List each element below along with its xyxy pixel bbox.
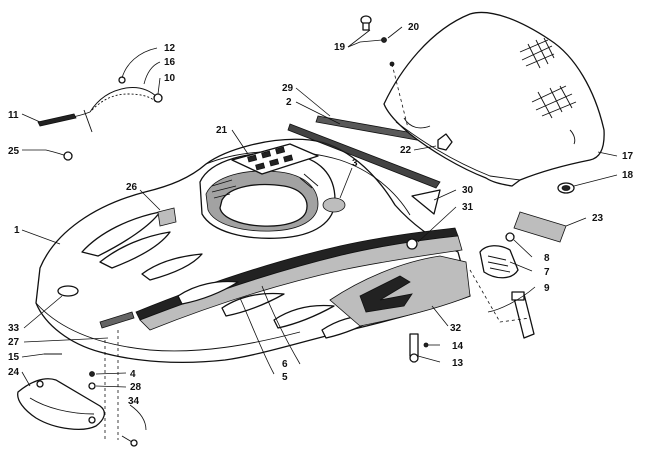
leader-lines [21, 26, 618, 440]
hood-intake-opening [219, 183, 308, 227]
windshield-screw-assembly [360, 15, 395, 67]
callout-33: 33 [8, 323, 20, 334]
callout-7: 7 [544, 267, 550, 278]
callout-12: 12 [164, 43, 176, 54]
callout-27: 27 [8, 337, 20, 348]
callout-14: 14 [452, 341, 464, 352]
hood-front-emblem [57, 285, 79, 297]
callout-20: 20 [408, 22, 420, 33]
screw-34 [121, 435, 133, 443]
callout-30: 30 [462, 185, 474, 196]
dash-panel [231, 143, 319, 175]
callout-6: 6 [282, 359, 288, 370]
callout-2: 2 [286, 97, 292, 108]
callout-1: 1 [14, 225, 20, 236]
hood-scallop-left-3 [141, 253, 203, 281]
callout-25: 25 [8, 146, 20, 157]
callout-32: 32 [450, 323, 462, 334]
hood-lower-lip [35, 302, 301, 352]
callout-4: 4 [130, 369, 136, 380]
clamp-25 [45, 149, 73, 161]
windshield-glare [569, 129, 576, 145]
callout-5: 5 [282, 372, 288, 383]
callout-13: 13 [452, 358, 464, 369]
callout-16: 16 [164, 57, 176, 68]
callout-26: 26 [126, 182, 138, 193]
windshield-nut [437, 133, 453, 151]
lower-bracket [17, 378, 106, 430]
hood-intake-lines [211, 173, 319, 199]
windshield-crosshatch-upper [519, 37, 555, 69]
callout-10: 10 [164, 73, 176, 84]
bracket-31-knob [406, 238, 418, 250]
hood-windshield-base [205, 151, 411, 216]
windshield-crosshatch-lower [531, 85, 577, 119]
windshield-curve [403, 117, 431, 129]
callout-29: 29 [282, 83, 294, 94]
hood [35, 138, 471, 364]
callout-31: 31 [462, 202, 474, 213]
callout-19: 19 [334, 42, 346, 53]
hood-emblem-26 [157, 207, 177, 227]
vent-7 [479, 245, 519, 279]
callout-11: 11 [8, 110, 19, 121]
callout-22: 22 [400, 145, 412, 156]
hood-stripe-lower [139, 235, 463, 331]
clip-13-14 [409, 333, 429, 363]
decal-strip-2 [287, 123, 441, 189]
callout-15: 15 [8, 352, 20, 363]
callout-23: 23 [592, 213, 604, 224]
cable-assembly [37, 76, 163, 133]
windshield-lower-edge [395, 121, 521, 181]
callout-8: 8 [544, 253, 550, 264]
callout-34: 34 [128, 396, 140, 407]
callout-labels: 1 2 3 4 5 6 7 8 9 10 11 12 13 14 15 16 1… [8, 22, 634, 407]
callout-21: 21 [216, 125, 228, 136]
intake-cap [322, 197, 346, 213]
reflector-plate [513, 211, 567, 243]
callout-9: 9 [544, 283, 550, 294]
hood-side-decal-logo [359, 275, 413, 313]
hood-front-decal [99, 311, 135, 329]
callout-28: 28 [130, 382, 142, 393]
hood-scallop-left-2 [99, 231, 171, 269]
bracket-30 [411, 189, 441, 215]
washer-28 [88, 382, 96, 390]
callout-17: 17 [622, 151, 634, 162]
callout-3: 3 [352, 158, 358, 169]
washer-4 [89, 371, 95, 377]
bolt-8 [505, 232, 515, 242]
callout-24: 24 [8, 367, 20, 378]
hood-side-fins [177, 280, 381, 339]
windshield [383, 11, 605, 187]
windshield-body [383, 11, 605, 187]
callout-18: 18 [622, 170, 634, 181]
